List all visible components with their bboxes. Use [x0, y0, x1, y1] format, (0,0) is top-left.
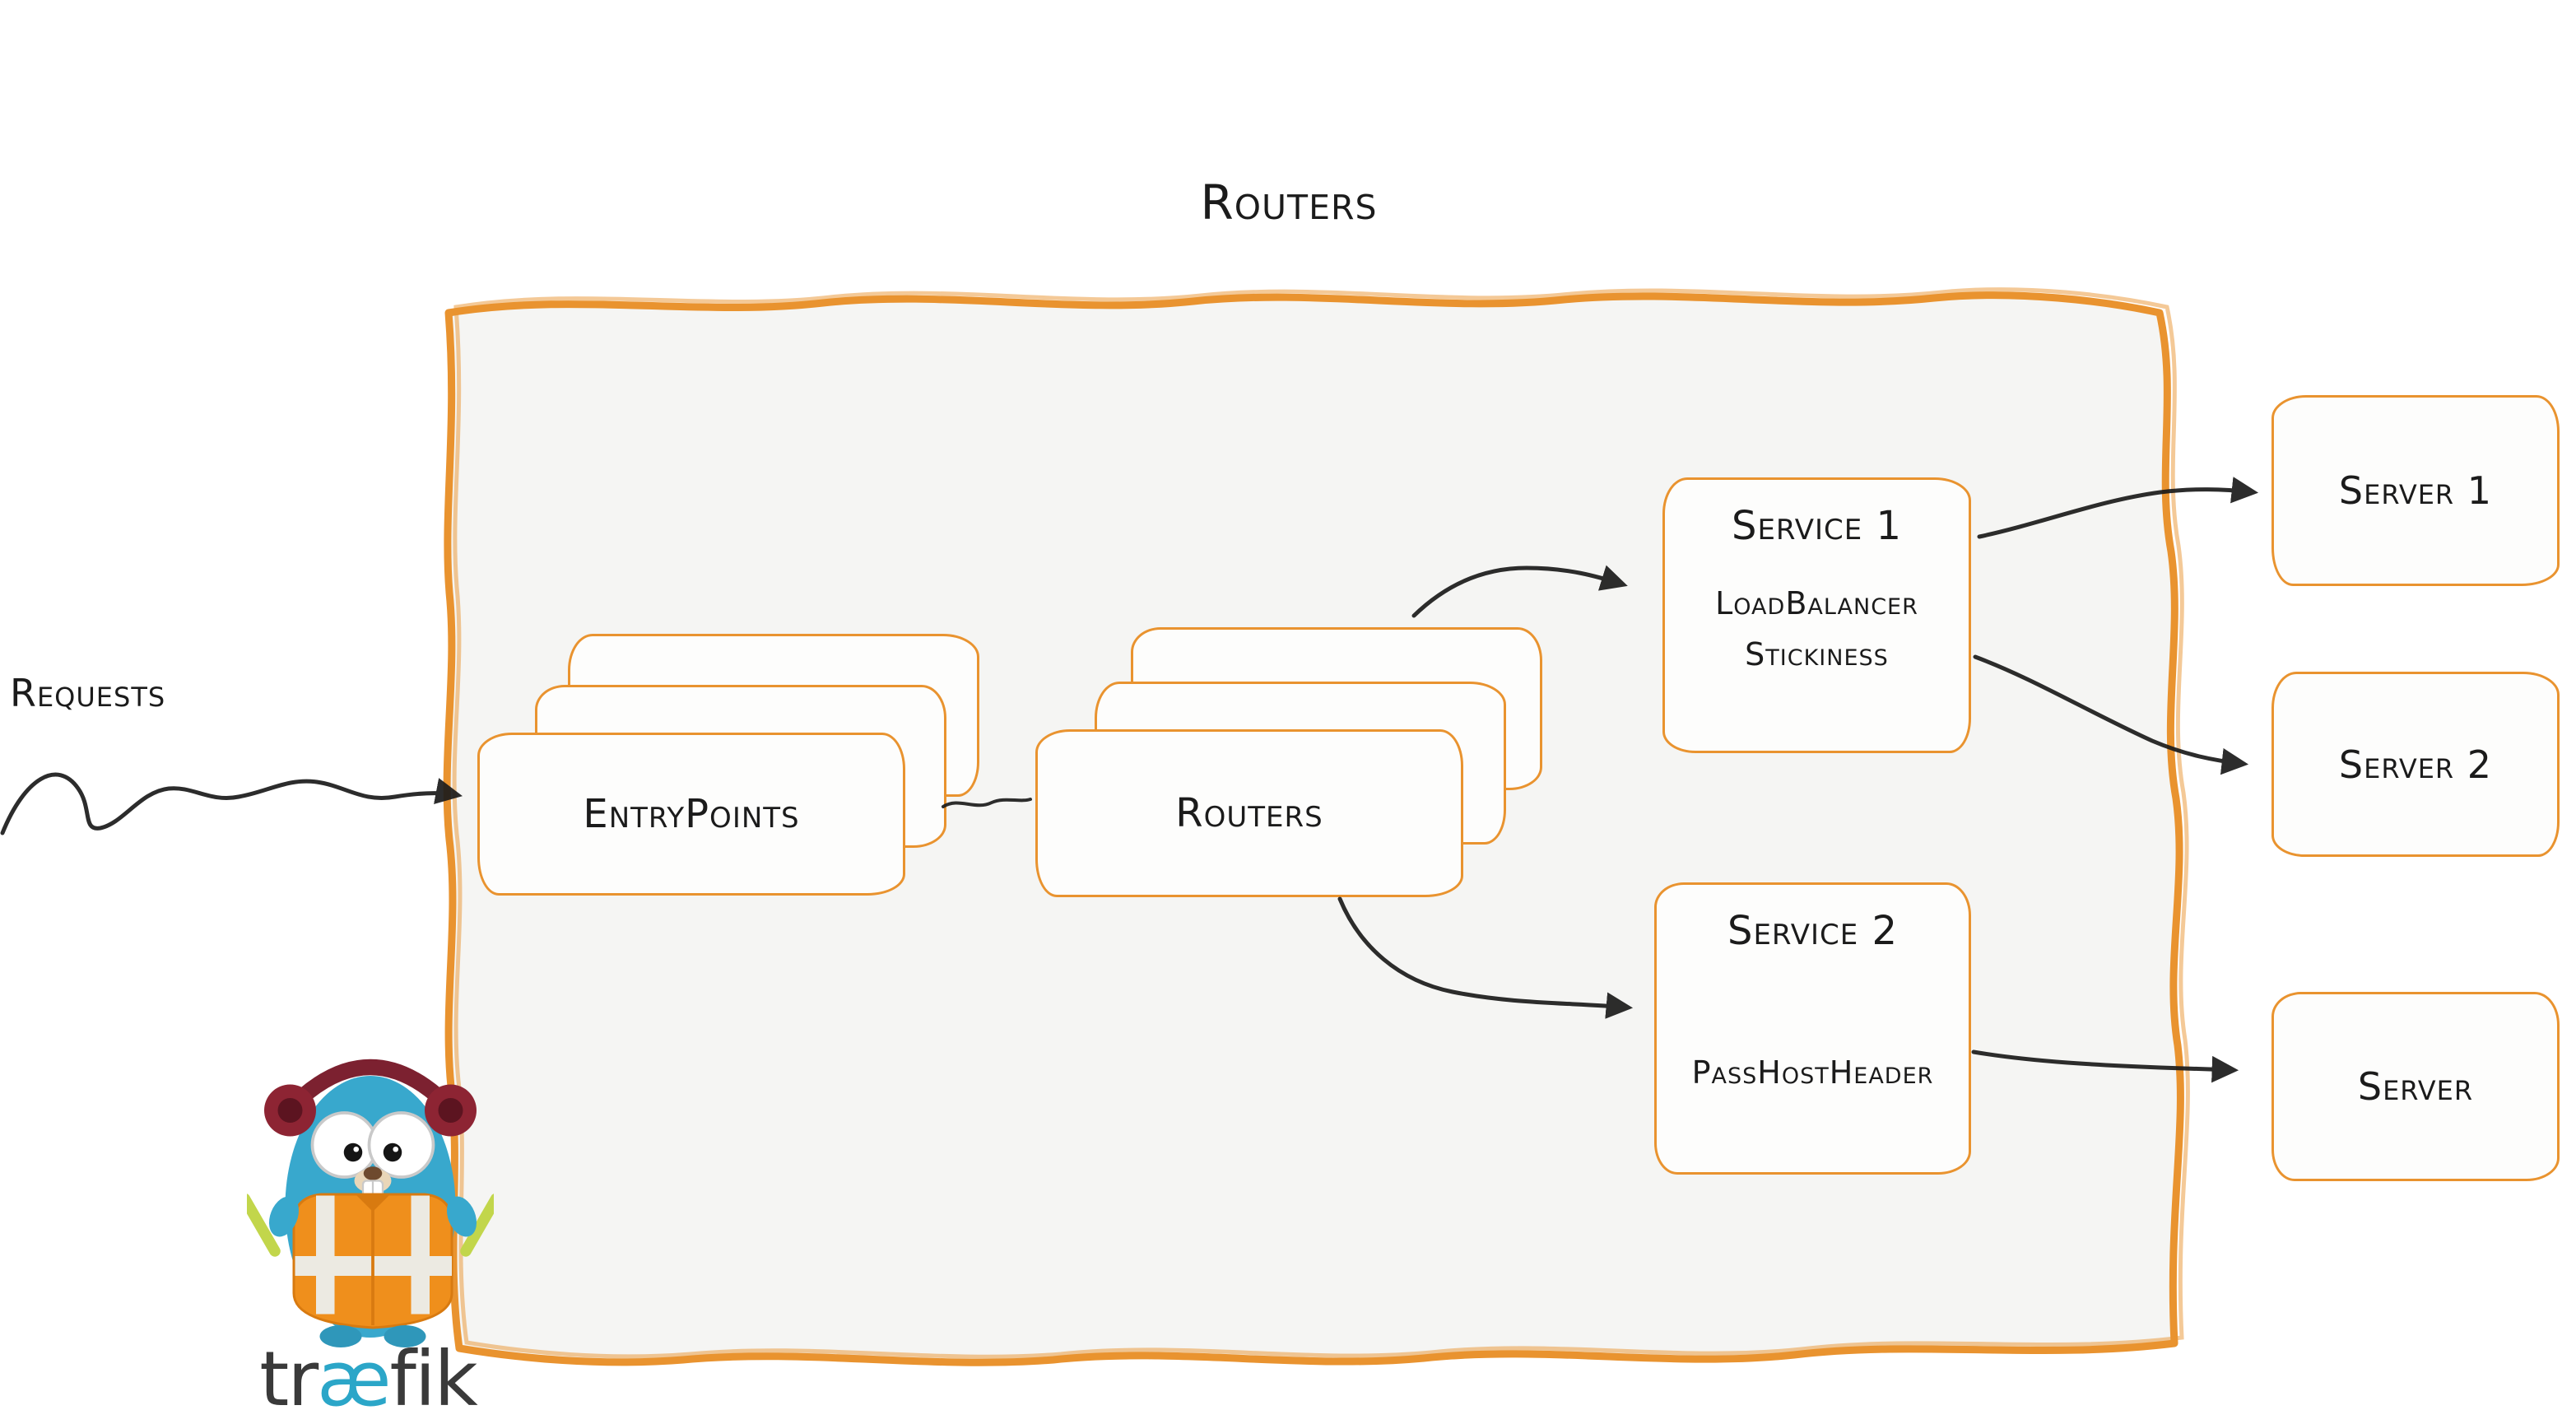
gopher-arms — [268, 1196, 477, 1237]
wordmark-tr: tr — [259, 1335, 319, 1423]
service1-title: Service 1 — [1731, 503, 1903, 549]
entrypoints-label: EntryPoints — [583, 791, 800, 837]
server2-node: Server 2 — [2271, 672, 2560, 857]
service1-node: Service 1 LoadBalancer Stickiness — [1662, 477, 1971, 753]
service2-title: Service 2 — [1727, 908, 1899, 954]
safety-vest — [292, 1193, 453, 1329]
routers-label: Routers — [1175, 790, 1323, 836]
requests-label: Requests — [10, 671, 166, 715]
server3-node: Server — [2271, 992, 2560, 1181]
gopher-snout — [354, 1166, 392, 1198]
entrypoints-node: EntryPoints — [477, 733, 905, 896]
service2-passhostheader-label: PassHostHeader — [1691, 1054, 1934, 1091]
wordmark-ae: æ — [317, 1335, 391, 1423]
gopher-feet — [319, 1325, 426, 1347]
headphone-band — [298, 1059, 443, 1102]
service1-stickiness-label: Stickiness — [1745, 636, 1889, 672]
wordmark-fik: fik — [389, 1335, 478, 1423]
service2-node: Service 2 PassHostHeader — [1654, 882, 1971, 1175]
server1-label: Server 1 — [2338, 468, 2493, 513]
server1-node: Server 1 — [2271, 395, 2560, 586]
traefik-gopher-logo — [247, 1059, 494, 1347]
service1-loadbalancer-label: LoadBalancer — [1715, 585, 1918, 621]
gopher-eyes — [310, 1111, 435, 1179]
server2-label: Server 2 — [2338, 742, 2493, 787]
diagram-title: Routers — [1200, 175, 1378, 230]
routers-node: Routers — [1035, 729, 1463, 897]
server3-label: Server — [2357, 1064, 2474, 1109]
glow-sticks — [247, 1193, 494, 1257]
traefik-wordmark: træfik — [232, 1335, 504, 1423]
headphone-earcups — [264, 1084, 477, 1137]
